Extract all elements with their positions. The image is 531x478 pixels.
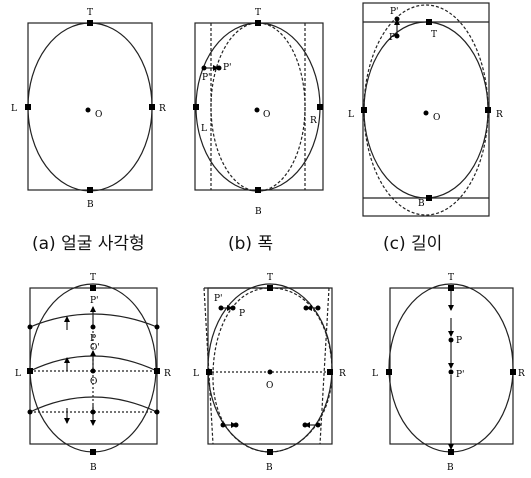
point-p-prime: [448, 369, 454, 375]
label-b: B: [418, 199, 425, 209]
point-r: [154, 368, 160, 374]
label-p-prime: P': [390, 7, 399, 17]
label-o: O: [95, 110, 102, 120]
point-b: [87, 187, 93, 193]
point-r: [317, 104, 323, 110]
point-p: [201, 65, 207, 71]
long-ellipse: [363, 4, 489, 216]
caption-a: (a) 얼굴 사각형: [32, 234, 145, 254]
label-r: R: [518, 369, 525, 379]
label-t: T: [255, 8, 261, 18]
point-l: [206, 369, 212, 375]
panel-c: T B L R O P P': [348, 2, 503, 217]
point-t: [87, 20, 93, 26]
label-o: O: [90, 377, 97, 387]
label-p: P: [389, 33, 395, 43]
point-l: [25, 104, 31, 110]
point-r: [327, 369, 333, 375]
point-r: [485, 107, 491, 113]
label-b: B: [255, 207, 262, 217]
label-l: L: [348, 110, 354, 120]
label-t: T: [267, 273, 273, 283]
label-r: R: [310, 116, 317, 126]
label-o: O: [266, 381, 273, 391]
point-t: [255, 20, 261, 26]
label-l: L: [11, 104, 17, 114]
panel-b: T B L R O P' P': [193, 8, 324, 217]
face-ellipse: [195, 22, 321, 192]
point-r: [510, 369, 516, 375]
label-r: R: [164, 369, 171, 379]
point-p-prime: [218, 305, 224, 311]
label-t: T: [431, 30, 437, 40]
label-b: B: [447, 463, 454, 473]
face-rectangle: [27, 22, 153, 191]
label-l: L: [372, 369, 378, 379]
label-t: T: [90, 273, 96, 283]
tilted-ellipse: [212, 287, 333, 453]
label-r: R: [496, 110, 503, 120]
point-b: [426, 195, 432, 201]
label-p: P: [239, 309, 245, 319]
point-r: [149, 104, 155, 110]
panel-a: T B L R O: [11, 8, 166, 210]
point-o: [267, 369, 273, 375]
label-r: R: [339, 369, 346, 379]
label-p-prime: P': [456, 370, 465, 380]
point-t: [448, 285, 454, 291]
label-p: P: [456, 336, 462, 346]
point-l: [27, 368, 33, 374]
label-t: T: [87, 8, 93, 18]
point-t: [267, 285, 273, 291]
label-p-prime: P': [214, 294, 223, 304]
face-rectangle: [207, 287, 333, 445]
point-b: [448, 449, 454, 455]
narrow-ellipse: [210, 22, 306, 192]
point-t: [90, 285, 96, 291]
point-l: [193, 104, 199, 110]
point-p: [448, 337, 454, 343]
panel-e: T B L R O P' P: [193, 273, 346, 473]
label-o: O: [433, 113, 440, 123]
point-l: [386, 369, 392, 375]
point-p: [230, 305, 236, 311]
point-b: [90, 449, 96, 455]
point-t: [426, 19, 432, 25]
label-p: P: [90, 334, 96, 344]
label-o-prime: O': [90, 343, 100, 353]
face-ellipse: [363, 21, 489, 199]
label-r: R: [159, 104, 166, 114]
label-p: P': [202, 73, 211, 83]
point-o: [90, 368, 96, 374]
label-b: B: [90, 463, 97, 473]
point-p: [90, 324, 96, 330]
label-o: O: [263, 110, 270, 120]
point-o: [85, 107, 91, 113]
face-ellipse: [27, 22, 153, 192]
label-p-prime: P': [90, 296, 99, 306]
point-l: [361, 107, 367, 113]
point-b: [267, 449, 273, 455]
label-l: L: [15, 369, 21, 379]
caption-b: (b) 폭: [228, 234, 274, 254]
caption-c: (c) 길이: [383, 234, 443, 254]
panel-d: T B L R P' P O' O: [15, 273, 171, 473]
point-p: [394, 33, 400, 39]
point-p-prime: [394, 16, 400, 22]
label-p-prime: P': [223, 63, 232, 73]
label-l: L: [201, 124, 207, 134]
point-b: [255, 187, 261, 193]
panel-f: T B L R P P': [372, 273, 525, 473]
point-o: [423, 110, 429, 116]
point-p-prime: [216, 65, 222, 71]
label-b: B: [87, 200, 94, 210]
label-t: T: [448, 273, 454, 283]
label-l: L: [193, 369, 199, 379]
label-b: B: [266, 463, 273, 473]
point-o: [254, 107, 260, 113]
